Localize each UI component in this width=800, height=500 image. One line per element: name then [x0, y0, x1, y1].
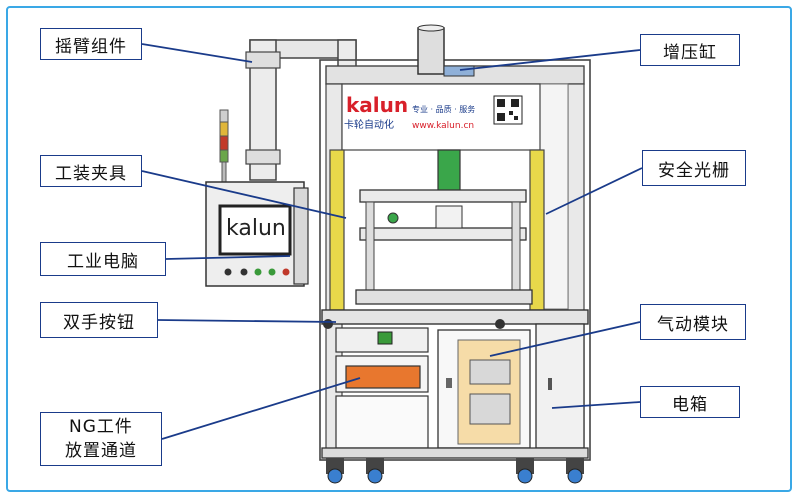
outer-frame: [6, 6, 792, 492]
ng-channel-line1: NG工件: [69, 417, 133, 437]
slogan: 专业 · 品质 · 服务: [412, 104, 475, 114]
callout-safety-light-curtain: 安全光栅: [642, 150, 746, 186]
callout-industrial-pc: 工业电脑: [40, 242, 166, 276]
callout-rocker-arm: 摇臂组件: [40, 28, 142, 60]
electric-box-side: [535, 323, 585, 449]
callout-fixture: 工装夹具: [40, 155, 142, 187]
logo-text: kalun: [346, 93, 408, 117]
base-and-casters: [321, 447, 589, 484]
callout-two-hand-button: 双手按钮: [40, 302, 158, 338]
website: www.kalun.cn: [412, 121, 474, 131]
pneumatic-cabinet: [437, 329, 531, 449]
fixture-plates: [355, 189, 533, 305]
signal-tower: [219, 109, 229, 183]
leader-lines: [141, 43, 643, 440]
callout-booster-cylinder: 增压缸: [640, 34, 740, 66]
logo-cn: 卡轮自动化: [344, 118, 394, 131]
ng-channel-line2: 放置通道: [65, 441, 137, 461]
pc-screen-logo: kalun: [226, 216, 286, 241]
callout-electric-box: 电箱: [640, 386, 740, 418]
callout-ng-channel: NG工件 放置通道: [40, 412, 162, 466]
qr-code-icon: [493, 95, 523, 125]
callout-pneumatic-module: 气动模块: [640, 304, 746, 340]
ng-channel: [335, 355, 429, 449]
workbench: [321, 309, 589, 353]
safety-light-curtain: [329, 149, 545, 311]
industrial-pc-box: [205, 181, 309, 287]
